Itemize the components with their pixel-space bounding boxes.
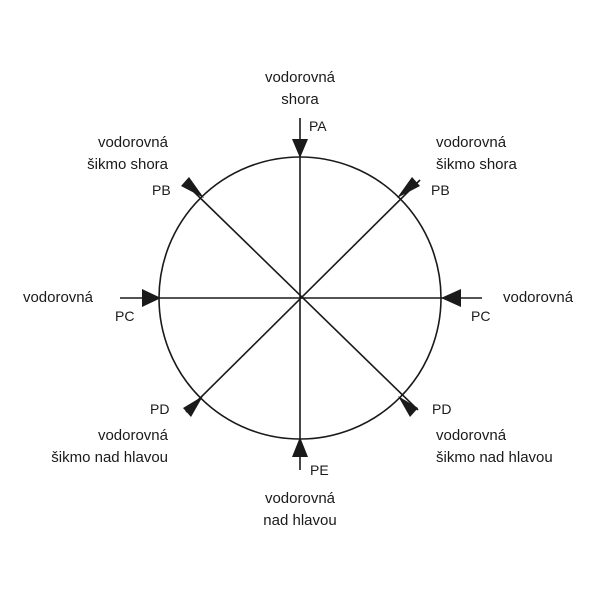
- arrow-bottom-icon: [292, 437, 308, 457]
- arrow-lower-right-icon: [398, 396, 418, 417]
- code-upper-right: PB: [431, 182, 450, 198]
- label-upper-right-line-2: šikmo shora: [436, 156, 518, 173]
- label-lower-left-line-1: vodorovná: [98, 427, 169, 444]
- diagonal-diameter-ne-sw: [185, 179, 421, 413]
- label-right-line-1: vodorovná: [503, 289, 574, 306]
- code-top: PA: [309, 118, 327, 134]
- label-left-line-1: vodorovná: [23, 289, 94, 306]
- code-right: PC: [471, 308, 490, 324]
- arrow-lower-left-icon: [183, 396, 203, 417]
- code-left: PC: [115, 308, 134, 324]
- label-upper-right-line-1: vodorovná: [436, 134, 507, 151]
- code-bottom: PE: [310, 462, 329, 478]
- code-upper-left: PB: [152, 182, 171, 198]
- label-lower-left-line-2: šikmo nad hlavou: [51, 449, 168, 466]
- label-lower-right-line-1: vodorovná: [436, 427, 507, 444]
- diagonal-diameter-nw-se: [189, 187, 419, 411]
- label-bottom-line-2: nad hlavou: [263, 512, 336, 529]
- label-top-line-2: shora: [281, 91, 319, 108]
- label-bottom-line-1: vodorovná: [265, 490, 336, 507]
- arrow-top-icon: [292, 139, 308, 158]
- arrow-left-icon: [142, 289, 161, 307]
- label-upper-left-line-2: šikmo shora: [87, 156, 169, 173]
- label-top-line-1: vodorovná: [265, 69, 336, 86]
- arrow-right-icon: [441, 289, 461, 307]
- code-lower-right: PD: [432, 401, 451, 417]
- arrow-upper-right-icon: [397, 177, 420, 198]
- label-upper-left-line-1: vodorovná: [98, 134, 169, 151]
- arrow-upper-left-icon: [181, 177, 204, 198]
- label-lower-right-line-2: šikmo nad hlavou: [436, 449, 553, 466]
- code-lower-left: PD: [150, 401, 169, 417]
